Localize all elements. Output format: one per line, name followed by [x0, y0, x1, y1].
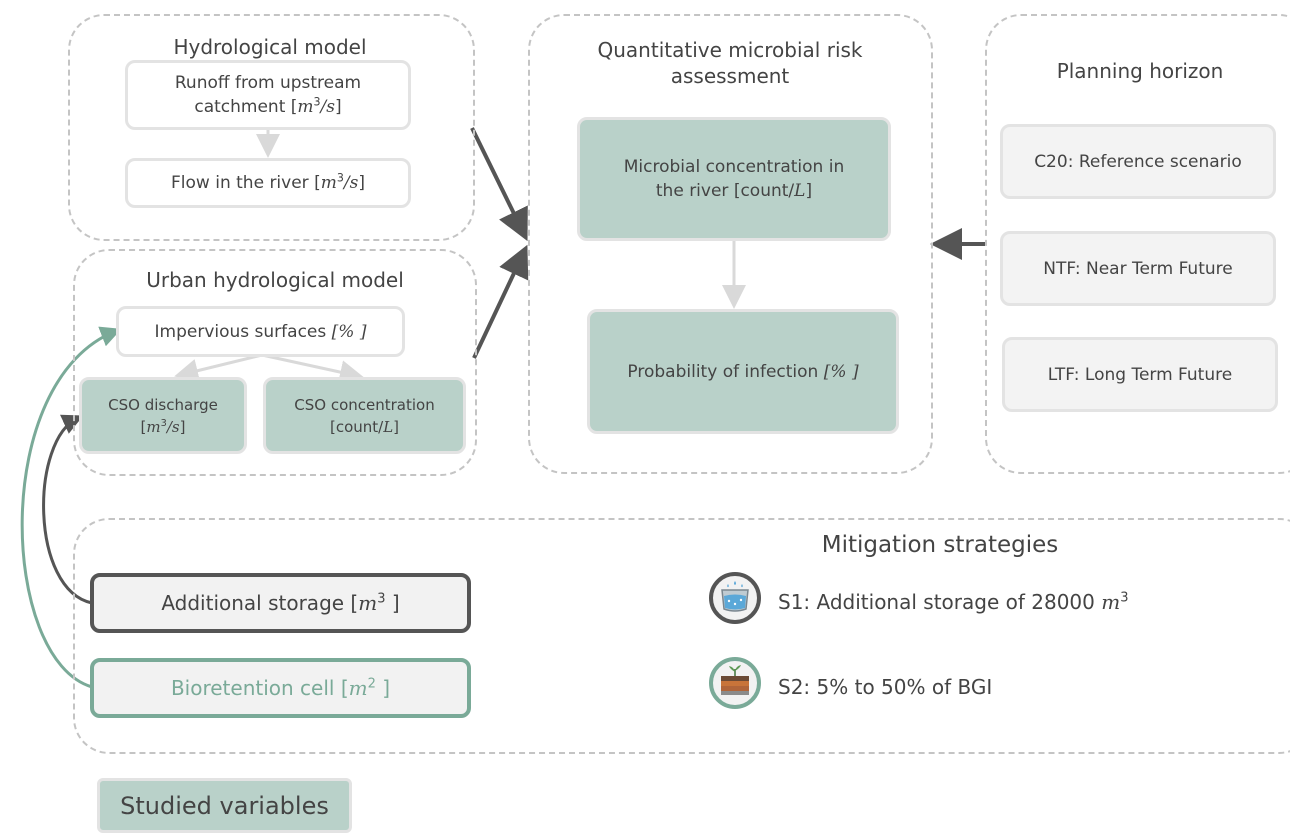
cso-discharge-box: CSO discharge [m3/s] [79, 377, 247, 454]
flow-box: Flow in the river [m3/s] [125, 158, 411, 208]
legend-studied-variables: Studied variables [97, 778, 352, 833]
urban-model-title: Urban hydrological model [146, 268, 404, 292]
arrow-urban-to-qmra [472, 244, 529, 359]
microbial-concentration-box: Microbial concentration in the river [co… [577, 117, 891, 241]
mitigation-group [73, 518, 1290, 754]
strategy-s1-label: S1: Additional storage of 28000 m3 [778, 590, 1129, 614]
urban-model-group [73, 249, 477, 476]
runoff-box: Runoff from upstream catchment [m3/s] [125, 60, 411, 130]
strategy-s2-label: S2: 5% to 50% of BGI [778, 675, 993, 699]
planning-horizon-title: Planning horizon [1056, 59, 1224, 83]
probability-infection-box: Probability of infection [% ] [587, 309, 899, 434]
arrow-impervious-to-cso-concentration [261, 353, 364, 384]
water-tank-icon [709, 572, 761, 624]
arrow-bioretention-to-impervious [20, 326, 122, 689]
runoff-line1: Runoff from upstream [174, 73, 362, 93]
arrow-hydro-to-qmra [470, 127, 528, 242]
arrow-impervious-to-cso-discharge [174, 353, 263, 383]
arrow-storage-to-cso-discharge [42, 414, 93, 605]
bioretention-box: Bioretention cell [m2 ] [90, 658, 471, 718]
planning-item-ltf: LTF: Long Term Future [1002, 337, 1278, 412]
planning-item-c20: C20: Reference scenario [1000, 124, 1276, 199]
impervious-box: Impervious surfaces [% ] [116, 306, 405, 357]
runoff-line2: catchment [m3/s] [194, 95, 342, 117]
mitigation-title: Mitigation strategies [821, 532, 1059, 558]
hydrological-model-group [68, 14, 475, 241]
qmra-group [528, 14, 933, 474]
hydrological-model-title: Hydrological model [173, 35, 367, 59]
qmra-title: Quantitative microbial risk assessment [597, 38, 863, 88]
planning-horizon-group [985, 14, 1290, 474]
bioretention-soil-icon [709, 657, 761, 709]
planning-item-ntf: NTF: Near Term Future [1000, 231, 1276, 306]
additional-storage-box: Additional storage [m3 ] [90, 573, 471, 633]
cso-concentration-box: CSO concentration [count/L] [263, 377, 466, 454]
